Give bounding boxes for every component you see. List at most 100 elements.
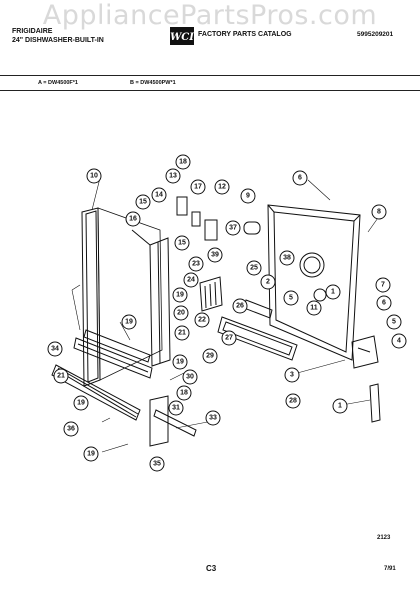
product-name: 24" DISHWASHER-BUILT-IN (12, 37, 104, 44)
callout-marker: 18 (175, 154, 191, 170)
svg-text:34: 34 (51, 346, 59, 353)
callout-marker: 11 (306, 300, 322, 316)
svg-text:29: 29 (206, 353, 214, 360)
callout-marker: 24 (183, 272, 199, 288)
callout-marker: 3 (284, 367, 300, 383)
callout-marker: 33 (205, 410, 221, 426)
callout-marker: 39 (207, 247, 223, 263)
svg-text:18: 18 (179, 159, 187, 166)
svg-text:35: 35 (153, 461, 161, 468)
callout-marker: 38 (279, 250, 295, 266)
hinge-assembly (351, 335, 381, 423)
svg-text:27: 27 (225, 335, 233, 342)
callout-marker: 30 (182, 369, 198, 385)
callout-marker: 34 (47, 341, 63, 357)
header-rule-top (0, 75, 420, 76)
svg-text:5: 5 (392, 319, 396, 326)
svg-text:13: 13 (169, 173, 177, 180)
leader-lines (71, 177, 381, 453)
callout-marker: 15 (174, 235, 190, 251)
svg-text:19: 19 (77, 400, 85, 407)
inner-door-liner (131, 229, 171, 367)
svg-text:10: 10 (90, 173, 98, 180)
svg-text:30: 30 (186, 374, 194, 381)
console-trim (73, 329, 153, 379)
callout-marker: 31 (168, 400, 184, 416)
callout-marker: 4 (391, 333, 407, 349)
svg-text:7: 7 (381, 282, 385, 289)
toe-kick-panel (51, 364, 141, 421)
brand-name: FRIGIDAIRE (12, 28, 53, 35)
callout-marker: 9 (240, 188, 256, 204)
callout-marker: 8 (371, 204, 387, 220)
svg-text:18: 18 (180, 390, 188, 397)
callout-marker: 25 (246, 260, 262, 276)
svg-text:17: 17 (194, 184, 202, 191)
svg-text:19: 19 (176, 359, 184, 366)
svg-text:15: 15 (139, 199, 147, 206)
callout-markers: 10 18 13 17 12 9 6 8 14 15 16 37 15 39 3… (47, 154, 407, 472)
callout-marker: 19 (83, 446, 99, 462)
svg-text:19: 19 (87, 451, 95, 458)
callout-marker: 37 (225, 220, 241, 236)
svg-text:19: 19 (176, 292, 184, 299)
svg-text:38: 38 (283, 255, 291, 262)
control-panel (217, 299, 298, 361)
catalog-number: 5995209201 (357, 31, 394, 38)
svg-text:21: 21 (57, 373, 65, 380)
callout-marker: 6 (292, 170, 308, 186)
callout-marker: 19 (172, 287, 188, 303)
callout-marker: 22 (194, 312, 210, 328)
callout-marker: 6 (376, 295, 392, 311)
revision-date: 7/91 (384, 566, 396, 572)
svg-text:20: 20 (177, 310, 185, 317)
svg-text:14: 14 (155, 192, 163, 199)
svg-text:21: 21 (178, 330, 186, 337)
latch-components (176, 196, 261, 241)
callout-marker: 16 (125, 211, 141, 227)
callout-marker: 1 (325, 284, 341, 300)
svg-text:28: 28 (289, 398, 297, 405)
callout-marker: 7 (375, 277, 391, 293)
callout-marker: 21 (174, 325, 190, 341)
callout-marker: 1 (332, 398, 348, 414)
callout-marker: 20 (173, 305, 189, 321)
callout-marker: 15 (135, 194, 151, 210)
callout-marker: 5 (386, 314, 402, 330)
svg-text:26: 26 (236, 303, 244, 310)
diagram-code: 2123 (377, 535, 391, 541)
callout-marker: 23 (188, 256, 204, 272)
svg-text:12: 12 (218, 184, 226, 191)
svg-text:25: 25 (250, 265, 258, 272)
svg-text:6: 6 (298, 175, 302, 182)
detergent-dispenser (199, 276, 223, 312)
svg-text:1: 1 (331, 289, 335, 296)
callout-marker: 26 (232, 298, 248, 314)
watermark: AppliancePartsPros.com (42, 0, 378, 31)
svg-text:37: 37 (229, 225, 237, 232)
callout-marker: 28 (285, 393, 301, 409)
callout-marker: 36 (63, 421, 79, 437)
side-trim-strip (149, 395, 197, 447)
tub-fixtures (299, 252, 327, 302)
svg-text:15: 15 (178, 240, 186, 247)
svg-text:33: 33 (209, 415, 217, 422)
callout-marker: 13 (165, 168, 181, 184)
model-b-label: B = DW4500PW*1 (130, 80, 176, 86)
svg-text:31: 31 (172, 405, 180, 412)
svg-text:39: 39 (211, 252, 219, 259)
callout-marker: 35 (149, 456, 165, 472)
svg-text:19: 19 (125, 319, 133, 326)
callout-marker: 19 (73, 395, 89, 411)
outer-door-panel (81, 207, 163, 387)
svg-text:36: 36 (67, 426, 75, 433)
svg-text:11: 11 (310, 305, 318, 312)
wci-logo-icon: WCI (170, 27, 194, 45)
callout-marker: 14 (151, 187, 167, 203)
callout-marker: 19 (172, 354, 188, 370)
callout-marker: 27 (221, 330, 237, 346)
svg-text:1: 1 (338, 403, 342, 410)
svg-text:22: 22 (198, 317, 206, 324)
svg-text:8: 8 (377, 209, 381, 216)
